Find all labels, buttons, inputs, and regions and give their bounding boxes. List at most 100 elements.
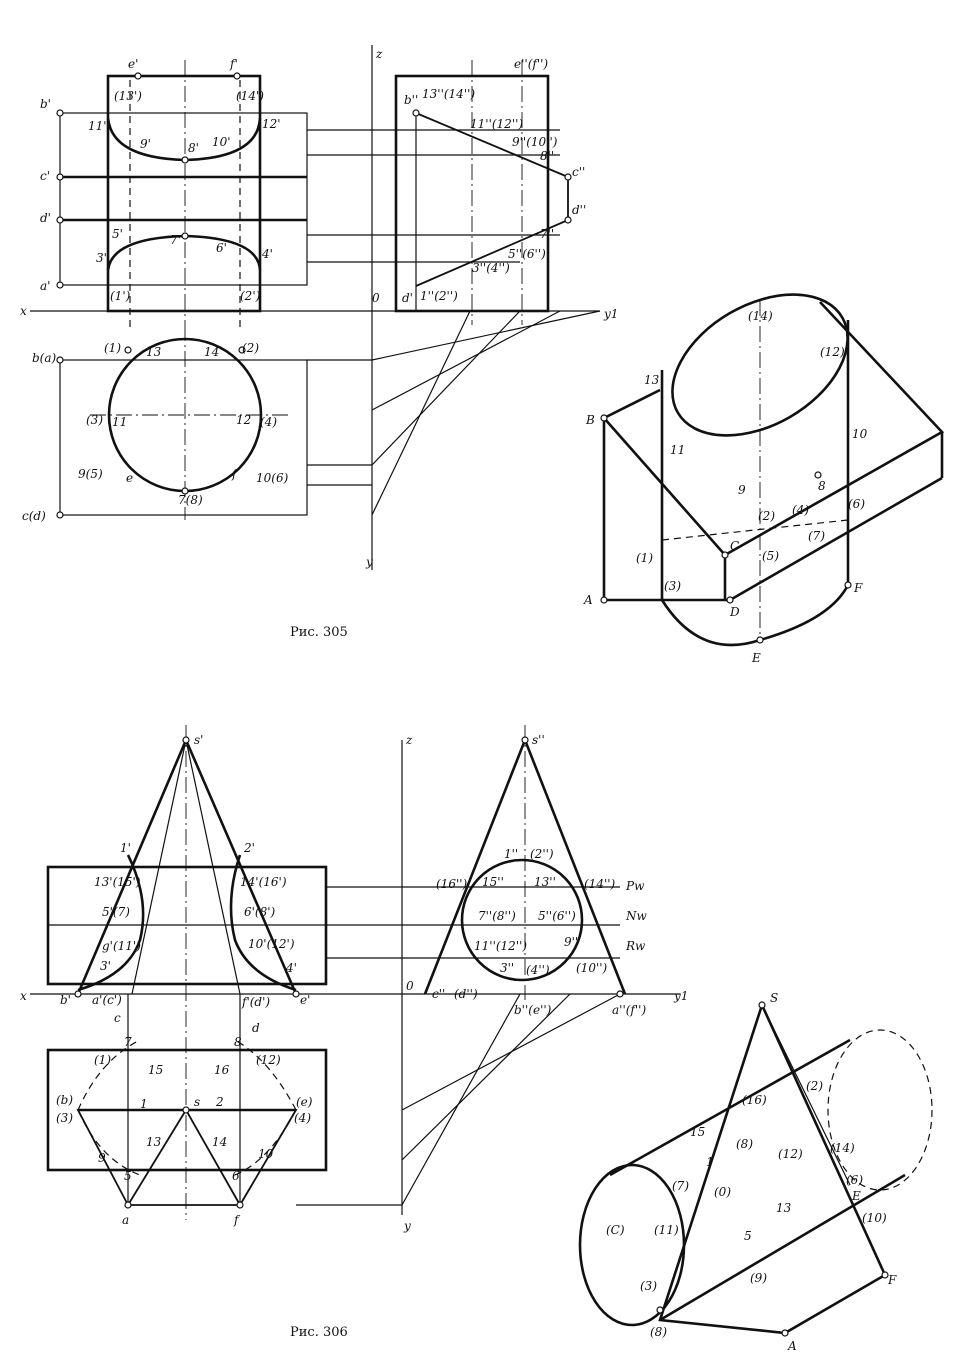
- fig306-axes-label: x: [20, 989, 27, 1003]
- fig305-front-label: c': [40, 169, 50, 183]
- fig306-side-label: 5''(6''): [538, 909, 576, 923]
- fig306-front-label: e': [300, 993, 310, 1007]
- fig306-side-label: 7''(8''): [478, 909, 516, 923]
- fig306-front-label: a'(c'): [92, 993, 122, 1007]
- fig306-iso-label: (0): [714, 1185, 731, 1199]
- fig306-front-label: 14'(16'): [240, 875, 287, 889]
- fig305-iso-label: (14): [748, 309, 773, 323]
- fig305-front-label: 11': [88, 119, 107, 133]
- fig306-top-label: 7: [124, 1035, 132, 1049]
- fig306-top-label: 5: [124, 1169, 132, 1183]
- fig305-iso-label: 8: [818, 479, 826, 493]
- fig305-side-label: e''(f''): [514, 57, 548, 71]
- fig305-front-label: 7': [170, 233, 181, 247]
- fig306-top-label: 2: [215, 1095, 224, 1109]
- labels-layer: e'f'b'c'd'a'11'(13')(14')12'9'8'10'5'7'6…: [20, 47, 897, 1353]
- fig305-front-label: f': [229, 57, 238, 71]
- fig306-side-label: 11''(12''): [474, 939, 527, 953]
- fig305-side-label: 3''(4''): [472, 261, 510, 275]
- fig306-iso-label: (C): [606, 1223, 625, 1237]
- fig305-front-label: (2'): [240, 289, 261, 303]
- fig306-side-label: a''(f''): [612, 1003, 646, 1017]
- fig306-side-label: z: [405, 733, 413, 747]
- fig305-top-label: 7(8): [178, 493, 203, 507]
- fig306-drawing: [30, 725, 933, 1337]
- fig306-side-label: (16''): [436, 877, 468, 891]
- fig306-iso-label: (8): [650, 1325, 667, 1339]
- fig306-iso-label: 5: [744, 1229, 752, 1243]
- fig306-top-label: 15: [148, 1063, 163, 1077]
- fig305-side-label: 9''(10''): [512, 135, 558, 149]
- fig305-top-label: 11: [112, 415, 127, 429]
- fig306-side-label: Pw: [625, 879, 645, 893]
- fig305-side-label: d'': [572, 203, 586, 217]
- fig305-iso-label: E: [751, 651, 761, 665]
- fig306-front-label: 6'(8'): [244, 905, 276, 919]
- fig305-side-label: 8'': [540, 149, 554, 163]
- fig306-side-label: (2''): [530, 847, 554, 861]
- fig305-axes-label: y1: [603, 307, 618, 321]
- fig306-side-label: 9'': [564, 935, 578, 949]
- fig306-iso-label: 15: [690, 1125, 705, 1139]
- fig306-side-label: (10''): [576, 961, 608, 975]
- fig305-front-label: e': [128, 57, 138, 71]
- fig305-front-label: 10': [212, 135, 231, 149]
- fig305-top-label: c(d): [22, 509, 46, 523]
- fig305-iso-label: F: [853, 581, 863, 595]
- fig306-iso-label: (14): [830, 1141, 855, 1155]
- fig305-iso-label: D: [729, 605, 740, 619]
- fig305-axes-label: y: [365, 555, 373, 569]
- fig306-top-label: 8: [234, 1035, 242, 1049]
- fig306-top-label: 9: [98, 1151, 106, 1165]
- fig305-side-label: z: [375, 47, 383, 61]
- fig306-front-label: 4': [285, 961, 297, 975]
- fig306-iso-label: (11): [654, 1223, 679, 1237]
- fig306-front-label: 10'(12'): [248, 937, 295, 951]
- fig306-side-label: 0: [406, 979, 414, 993]
- fig306-iso-label: 13: [776, 1201, 792, 1215]
- fig306-iso-label: (2): [806, 1079, 823, 1093]
- fig306-iso-label: (10): [862, 1211, 887, 1225]
- fig306-top-label: 1: [140, 1097, 148, 1111]
- fig306-front-label: 1': [120, 841, 131, 855]
- fig305-top-label: e: [126, 471, 133, 485]
- fig306-side-label: 3'': [500, 961, 514, 975]
- fig306-iso-label: (3): [640, 1279, 657, 1293]
- fig305-side-label: c'': [572, 165, 585, 179]
- fig305-top-label: (1): [104, 341, 121, 355]
- fig305-top-label: 14: [204, 345, 219, 359]
- fig305-iso-label: (7): [808, 529, 825, 543]
- fig306-front-label: f'(d'): [241, 995, 270, 1009]
- fig305-front-label: d': [40, 211, 51, 225]
- fig305-side-label: 11''(12''): [470, 117, 523, 131]
- fig306-side-label: Rw: [625, 939, 646, 953]
- fig306-top-label: 10: [258, 1147, 274, 1161]
- fig305-iso-label: (4): [792, 503, 809, 517]
- fig305-top-label: 13: [146, 345, 162, 359]
- fig305-iso-label: (1): [636, 551, 653, 565]
- fig305-side-label: 1''(2''): [420, 289, 458, 303]
- fig305-front-label: 5': [112, 227, 123, 241]
- fig305-front-label: (14'): [236, 89, 264, 103]
- fig306-side-label: (d''): [454, 987, 478, 1001]
- fig306-iso-label: (9): [750, 1271, 767, 1285]
- fig306-side-label: Nw: [625, 909, 648, 923]
- fig306-front-label: g'(11'): [102, 939, 141, 953]
- fig305-iso-label: C: [730, 539, 739, 553]
- fig306-top-label: (b): [56, 1093, 73, 1107]
- fig305-top-label: (3): [86, 413, 103, 427]
- fig305-iso-label: 10: [852, 427, 868, 441]
- fig306-side-label: 15'': [482, 875, 504, 889]
- fig305-top-label: b(a): [32, 351, 57, 365]
- fig306-iso-label: (16): [742, 1093, 767, 1107]
- fig306-top-label: (4): [294, 1111, 311, 1125]
- fig305-front-label: 4': [261, 247, 273, 261]
- fig306-front-label: 3': [100, 959, 111, 973]
- fig305-top-label: (4): [260, 415, 277, 429]
- fig305-front-label: 12': [262, 117, 281, 131]
- fig305-front-label: b': [40, 97, 51, 111]
- fig306-side-label: (14''): [584, 877, 616, 891]
- fig305-side-label: b'': [404, 93, 418, 107]
- fig306-top-label: 16: [214, 1063, 230, 1077]
